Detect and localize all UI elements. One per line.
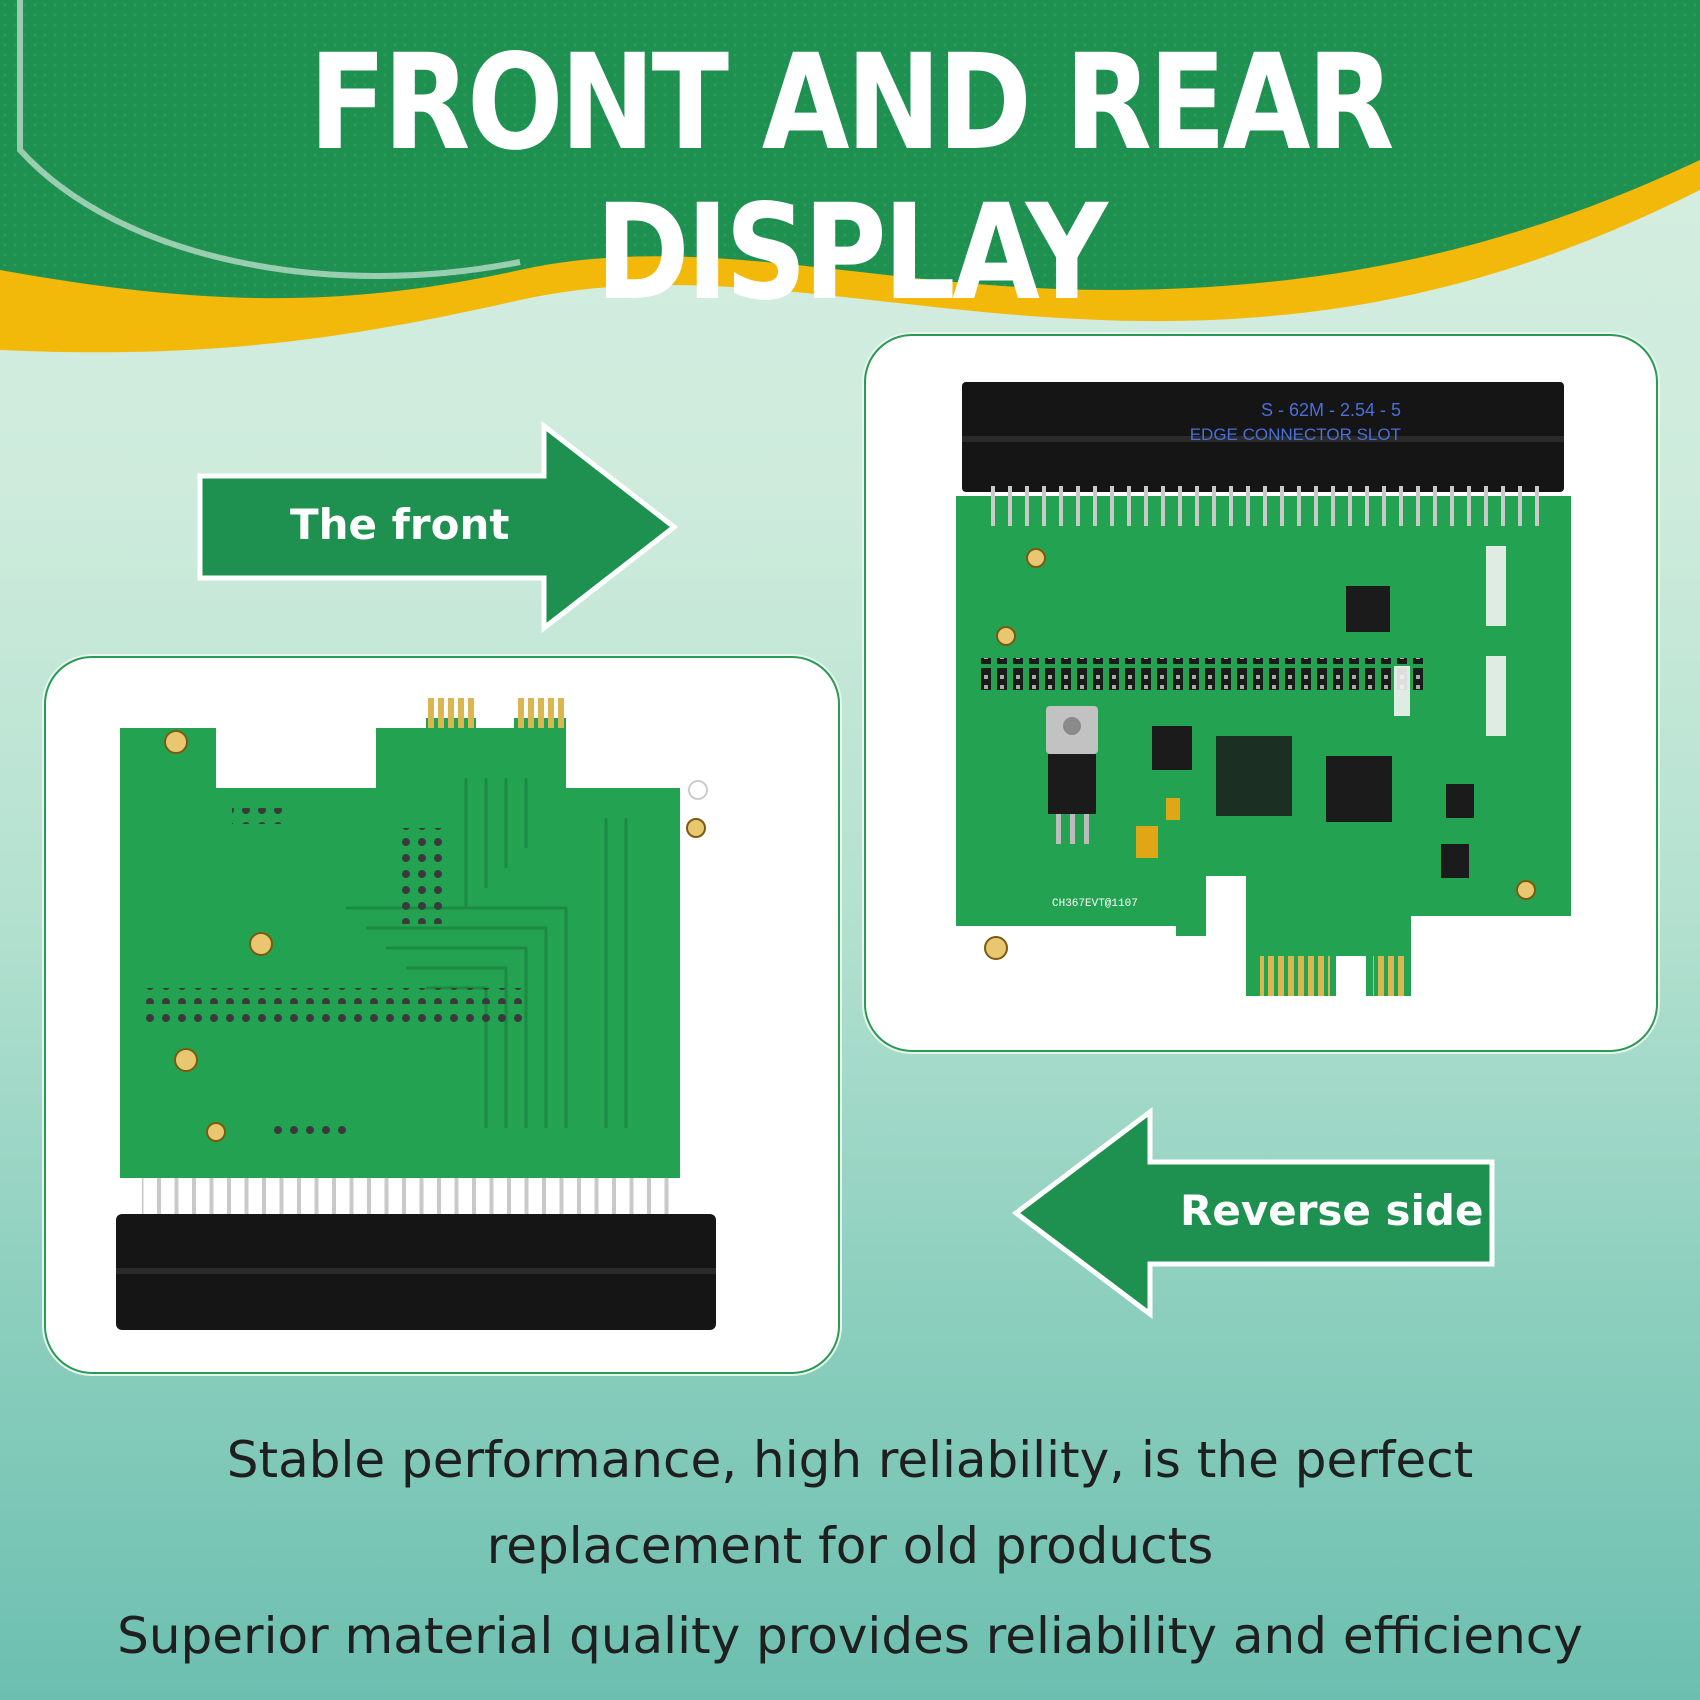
page-title: FRONT AND REAR DISPLAY [308,26,1395,330]
front-board-image: S - 62M - 2.54 - 5 EDGE CONNECTOR SLOT [956,382,1571,996]
caption-line-1: Stable performance, high reliability, is… [226,1431,1474,1489]
arrow-right-icon [197,420,679,634]
front-label: The front [290,500,510,549]
header-banner [0,0,1700,353]
front-board-panel: S - 62M - 2.54 - 5 EDGE CONNECTOR SLOT [864,334,1658,1052]
reverse-board-image [116,688,716,1330]
connector-model-text: S - 62M - 2.54 - 5 [1261,400,1401,420]
caption-line-3: Superior material quality provides relia… [117,1607,1583,1665]
connector-name-text: EDGE CONNECTOR SLOT [1190,425,1401,444]
arrow-left-icon [1011,1106,1495,1320]
reverse-board-panel [44,656,840,1374]
caption-line-2: replacement for old products [486,1517,1214,1575]
reverse-label: Reverse side [1180,1186,1484,1235]
board-id-text: CH367EVT@1107 [1052,898,1138,910]
